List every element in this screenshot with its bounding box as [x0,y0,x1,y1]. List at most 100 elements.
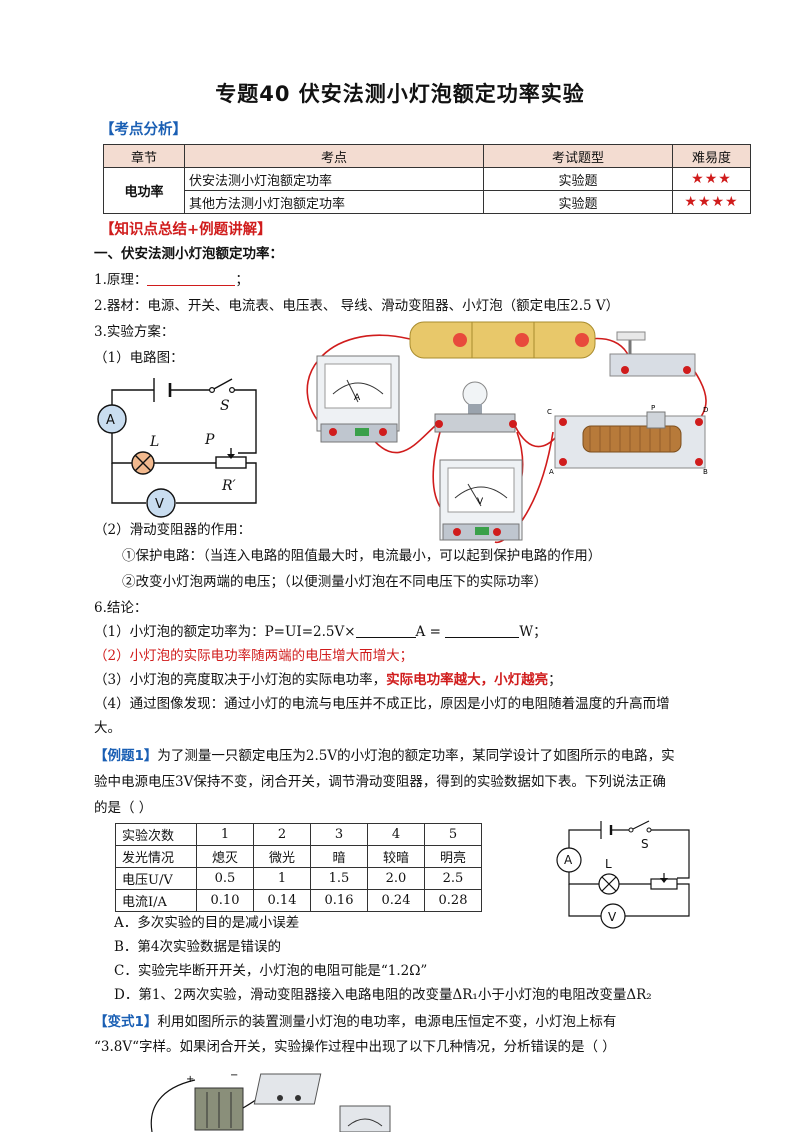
table-cell: 暗 [310,845,368,868]
table-cell: 3 [310,823,368,846]
voltmeter-photo-letter: V [477,497,484,507]
table-cell: 2.0 [367,867,425,890]
table-cell: 较暗 [367,845,425,868]
battery-pack [409,321,596,359]
conclusion-4: （4）通过图像发现：通过小灯的电流与电压并不成正比，原因是小灯的电阻随着温度的升… [94,696,670,712]
rheostat-a-letter: A [549,468,554,476]
table-header: 考试题型 [483,144,673,168]
table-cell: 0.24 [367,889,425,912]
option-a: A．多次实验的目的是减小误差 [114,915,300,931]
table-row: 其他方法测小灯泡额定功率 实验题 ★★★★ [104,190,751,214]
option-c: C．实验完毕断开开关，小灯泡的电阻可能是“1.2Ω” [114,963,428,979]
voltmeter-letter: V [155,497,164,512]
option-b: B．第4次实验数据是错误的 [114,939,282,955]
table-cell: 5 [424,823,482,846]
rheostat-role-label: （2）滑动变阻器的作用： [94,522,252,538]
example-1-line2: 验中电源电压3V保持不变，闭合开关，调节滑动变阻器，得到的实验数据如下表。下列说… [94,774,666,790]
slider-arrow [227,454,235,459]
voltmeter-symbol [600,903,626,929]
table-cell: 0.16 [310,889,368,912]
voltmeter-letter: V [608,910,617,924]
conclusion-label: 6.结论： [94,600,148,616]
rheostat-c-letter: C [547,408,552,416]
table-header: 章节 [103,144,185,168]
variant-1-text: 利用如图所示的装置测量小灯泡的电功率，电源电压恒定不变，小灯泡上标有 [157,1014,617,1030]
table-cell: 电流I/A [115,889,197,912]
switch-blade [211,378,233,391]
ammeter-symbol [97,404,127,434]
example-tag: 【例题1】 [94,748,158,764]
conclusion-3: （3）小灯泡的亮度取决于小灯泡的实际电功率，实际电功率越大，小灯越亮； [94,670,562,690]
table-cell: 2 [253,823,311,846]
example-circuit-diagram: A S L V [556,820,690,929]
rheostat-d-letter: D [703,406,708,414]
meter-box [339,1105,391,1132]
answer-blank [147,271,236,286]
table-cell: 发光情况 [115,845,197,868]
table-cell: 1.5 [310,867,368,890]
section-summary: 【知识点总结+例题讲解】 [100,222,272,238]
type-cell: 实验题 [483,167,673,191]
table-cell: 熄灭 [196,845,254,868]
answer-blank [355,623,416,638]
table-header-row: 章节 考点 考试题型 难易度 [103,144,751,168]
ammeter-letter: A [564,853,573,867]
table-cell: 1 [253,867,311,890]
example-1-text: 为了测量一只额定电压为2.5V的小灯泡的额定功率，某同学设计了如图所示的电路，实 [157,748,675,764]
battery-box [194,1087,244,1131]
variant-apparatus-illustration: + − [150,1070,391,1132]
voltmeter-symbol [146,488,176,518]
option-d: D．第1、2两次实验，滑动变阻器接入电路电阻的改变量ΔR₁小于小灯泡的电阻改变量… [114,987,652,1003]
ammeter-photo-letter: A [354,393,361,403]
table-row: 发光情况熄灭微光暗较暗明亮 [115,845,482,868]
type-cell: 实验题 [483,190,673,214]
meter-box [253,1073,322,1105]
role-voltage: ②改变小灯泡两端的电压；（以便测量小灯泡在不同电压下的实际功率） [122,574,548,590]
apparatus-illustration: A C D P A B V [306,321,708,544]
svg-text:−: − [230,1070,238,1081]
conclusion-2: （2）小灯泡的实际电功率随两端的电压增大而增大； [94,648,414,664]
answer-blank [445,623,520,638]
table-cell: 2.5 [424,867,482,890]
conclusion-3-highlight: 实际电功率越大，小灯越亮 [386,672,549,688]
knife-switch [609,331,696,377]
role-protect: ①保护电路：（当连入电路的阻值最大时，电流最小，可以起到保护电路的作用） [122,548,602,564]
plan-line: 3.实验方案： [94,324,175,340]
equipment-line: 2.器材：电源、开关、电流表、电压表、 导线、滑动变阻器、小灯泡（额定电压2.5… [94,298,620,314]
table-row: 电功率 伏安法测小灯泡额定功率 实验题 ★★★ [103,167,751,214]
lamp-letter: L [605,857,612,871]
example-1-line3: 的是（ ） [94,800,153,816]
rheostat-letter: R′ [221,478,237,494]
chapter-cell: 电功率 [103,167,185,214]
page-title: 专题40 伏安法测小灯泡额定功率实验 [215,82,585,106]
ammeter-letter: A [106,413,115,428]
conclusion-3-end: ； [548,672,562,688]
part-heading: 一、伏安法测小灯泡额定功率： [94,246,283,262]
exam-point-table: 章节 考点 考试题型 难易度 电功率 伏安法测小灯泡额定功率 实验题 ★★★ 其… [103,144,751,214]
table-header: 难易度 [672,144,751,168]
circuit-diagram: A S L P R′ V [97,378,257,518]
switch-letter: S [641,837,649,851]
section-analysis: 【考点分析】 [100,122,187,138]
table-cell: 明亮 [424,845,482,868]
table-cell: 电压U/V [115,867,197,890]
variant-tag: 【变式1】 [94,1014,158,1030]
switch-letter: S [220,398,230,414]
table-cell: 0.14 [253,889,311,912]
conclusion-1-text: （1）小灯泡的额定功率为：P=UI=2.5V× [94,624,356,640]
conclusion-4-cont: 大。 [94,720,121,736]
svg-text:+: + [186,1074,194,1085]
variant-1-line2: “3.8V“字样。如果闭合开关，实验操作过程中出现了以下几种情况，分析错误的是（… [94,1039,616,1055]
principle-line: 1.原理：； [94,270,249,290]
difficulty-stars: ★★★★ [672,190,751,214]
conclusion-1: （1）小灯泡的额定功率为：P=UI=2.5V×A = W； [94,622,547,642]
slider-letter: P [204,432,215,448]
table-cell: 1 [196,823,254,846]
bulb-holder [434,381,517,433]
table-cell: 微光 [253,845,311,868]
conclusion-1-end: W； [519,624,547,640]
ammeter-photo: A [316,355,400,443]
